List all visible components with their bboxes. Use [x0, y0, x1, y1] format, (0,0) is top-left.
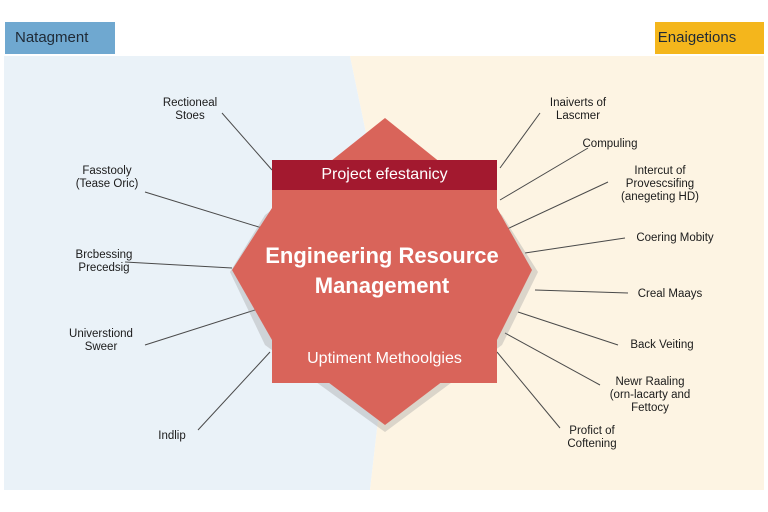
banner-text: Project efestanicy — [321, 166, 448, 183]
left-label-2-line-2: (Tease Oric) — [75, 178, 139, 190]
left-connector-2 — [144, 191, 263, 229]
subtitle-text: Uptiment Methoolgies — [307, 350, 462, 367]
left-label-4-line-2: Sweer — [84, 341, 118, 353]
right-label-4-line-1: Coering Mobity — [636, 232, 714, 244]
right-connector-5 — [534, 289, 629, 294]
right-connector-1 — [499, 112, 541, 169]
left-label-2: Fasstooly(Tease Oric) — [27, 165, 187, 191]
inner-rectangle — [272, 190, 497, 383]
right-label-7-line-3: Fettocy — [631, 402, 669, 414]
left-label-1-line-2: Stoes — [175, 110, 205, 122]
right-label-3-line-3: (anegeting HD) — [621, 191, 699, 203]
right-label-8-line-2: Coftening — [567, 438, 617, 450]
left-tag-box — [5, 22, 115, 54]
left-label-3-line-1: Brcbessing — [75, 249, 133, 261]
right-tag-box — [655, 22, 764, 54]
right-label-8-line-1: Profict of — [569, 425, 615, 437]
left-connector-1 — [221, 112, 273, 171]
right-label-1-line-1: Inaiverts of — [549, 97, 607, 109]
right-label-7-line-2: (orn-lacarty and — [609, 389, 691, 401]
right-label-3-line-2: Provescsifing — [625, 178, 695, 190]
right-connector-2 — [499, 147, 589, 201]
title-line-1: Engineering Resource — [265, 243, 499, 268]
right-label-6-line-1: Back Veiting — [630, 339, 694, 351]
left-label-2-line-1: Fasstooly — [82, 165, 132, 177]
right-label-2-line-1: Compuling — [582, 138, 638, 150]
right-label-6: Back Veiting — [582, 339, 742, 352]
right-connector-6 — [517, 311, 619, 346]
right-connector-8 — [496, 351, 561, 429]
right-label-4: Coering Mobity — [595, 232, 755, 245]
right-connector-7 — [504, 332, 601, 386]
left-connector-5 — [197, 351, 271, 431]
right-label-1-line-2: Lascmer — [555, 110, 601, 122]
right-label-5-line-1: Creal Maays — [637, 288, 703, 300]
left-label-1-line-1: Rectioneal — [162, 97, 218, 109]
left-label-5: Indlip — [92, 430, 252, 443]
right-connector-3 — [504, 181, 609, 231]
right-label-2: Compuling — [530, 138, 690, 151]
right-label-7-line-1: Newr Raaling — [615, 376, 685, 388]
right-section-tag: Enaigetions — [657, 29, 737, 46]
title-line-2: Management — [314, 273, 450, 298]
banner-box — [272, 160, 497, 190]
right-label-3-line-1: Intercut of — [634, 165, 686, 177]
left-label-4-line-1: Universtiond — [69, 328, 133, 340]
right-connector-4 — [524, 237, 626, 254]
left-label-3-line-2: Precedsig — [78, 262, 130, 274]
right-label-5: Creal Maays — [590, 288, 750, 301]
left-label-5-line-1: Indlip — [158, 430, 186, 442]
left-connector-4 — [144, 309, 256, 346]
left-connector-3 — [124, 261, 233, 269]
left-section-tag: Natagment — [15, 29, 89, 46]
